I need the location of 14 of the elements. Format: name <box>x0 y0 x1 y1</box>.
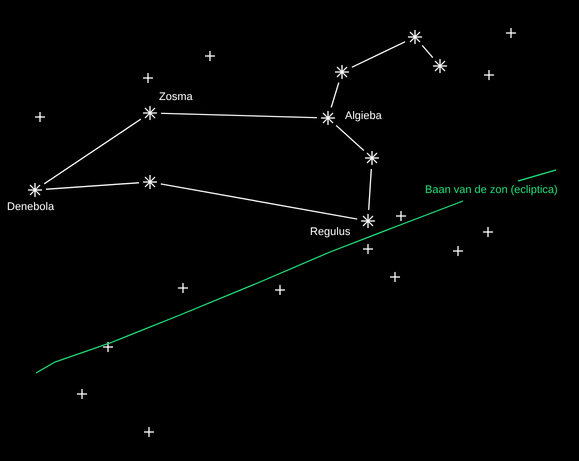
constellation-line <box>422 44 434 58</box>
constellation-line <box>160 183 358 220</box>
constellation-line <box>336 124 364 152</box>
constellation-line <box>368 168 372 210</box>
star-name: Zosma <box>159 91 193 104</box>
star-name: Denebola <box>7 201 54 214</box>
constellation-line <box>160 112 318 118</box>
constellation-line <box>330 82 340 108</box>
constellation-line <box>46 182 140 190</box>
ecliptic-label: Baan van de zon (ecliptica) <box>425 184 558 197</box>
star-name: Regulus <box>310 226 350 239</box>
star-name: Algieba <box>345 110 382 123</box>
constellation-line <box>44 118 142 184</box>
constellation-line <box>352 41 406 68</box>
